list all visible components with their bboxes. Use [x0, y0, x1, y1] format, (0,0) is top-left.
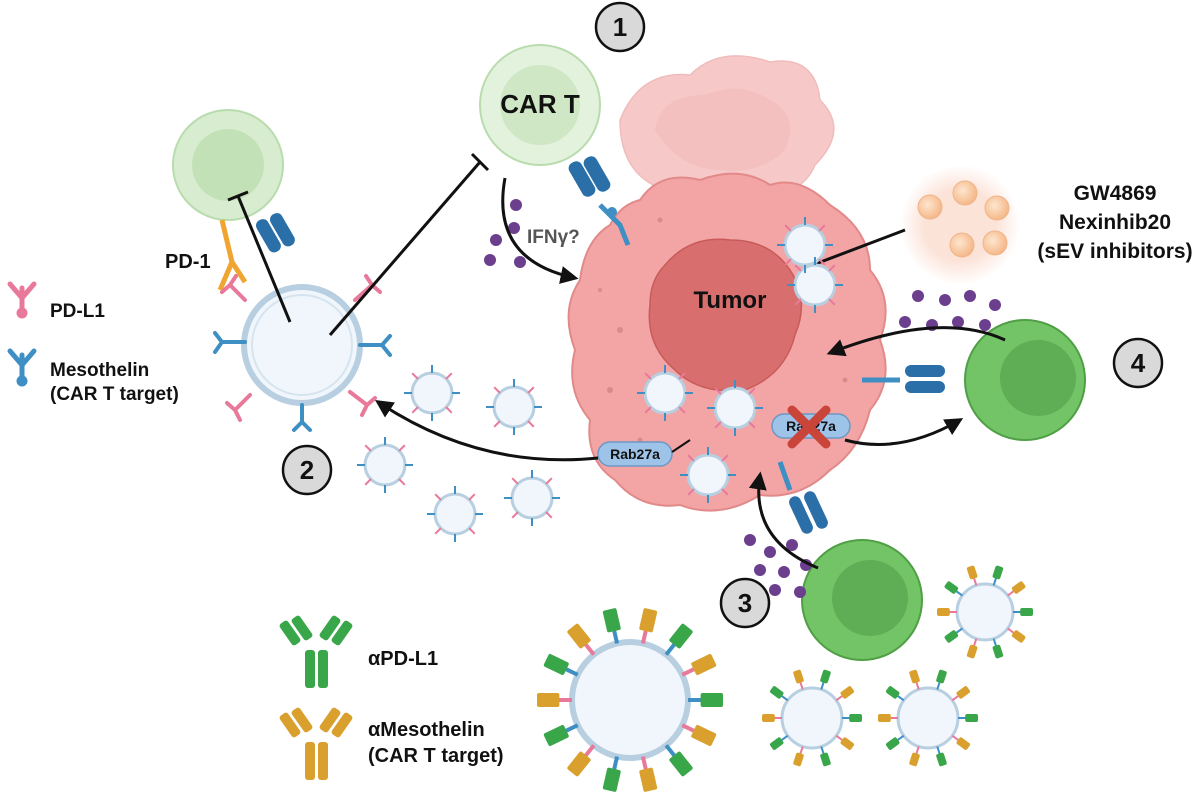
inhibitor-label-2: Nexinhib20: [1059, 211, 1171, 234]
vesicle-receptor-spike: [644, 372, 652, 380]
car-t-cell-bottom: [744, 461, 923, 661]
vesicle-receptor-spike: [714, 387, 722, 395]
legend-anti-pd-l1-label: αPD-L1: [368, 648, 438, 670]
vesicle-receptor-spike: [678, 406, 686, 414]
vesicle-receptor-spike: [828, 298, 836, 306]
vesicle-receptor-spike: [445, 406, 453, 414]
legend-top: PD-L1 Mesothelin (CAR T target): [7, 281, 179, 405]
vesicle-receptor-spike: [545, 477, 553, 485]
vesicle-receptor-spike: [398, 478, 406, 486]
tumor-label: Tumor: [694, 287, 767, 314]
vesicle-receptor-spike: [434, 493, 442, 501]
vesicle-receptor-spike: [687, 488, 695, 496]
vesicle-export-arrow: [375, 400, 599, 462]
knockout-arrow: [844, 418, 964, 446]
legend-bottom: αPD-L1 αMesothelin (CAR T target): [279, 615, 504, 780]
car-receptor-icon: [568, 156, 631, 246]
vesicle-receptor-spike: [493, 386, 501, 394]
car-receptor-icon-right: [862, 365, 945, 393]
car-t-cell-pd1: PD-1: [165, 109, 295, 291]
intracellular-vesicles: [637, 217, 843, 503]
legend-anti-mesothelin-sublabel: (CAR T target): [368, 745, 504, 767]
large-vesicle-left: [213, 152, 490, 432]
ifng-secretion: IFNγ?: [484, 177, 580, 284]
vesicle-receptor-spike: [364, 444, 372, 452]
coated-vesicle-3: [937, 565, 1033, 659]
vesicle-receptor-spike: [721, 454, 729, 462]
step-badge-3: 3: [719, 577, 771, 629]
step-badge-2: 2: [281, 444, 333, 496]
pd-l1-receptor-icon: [7, 281, 37, 319]
svg-text:1: 1: [613, 12, 627, 42]
car-t-label: CAR T: [500, 89, 580, 119]
car-receptor-icon-bottom: [777, 461, 828, 534]
ifng-label: IFNγ?: [527, 227, 580, 248]
vesicle-receptor-spike: [794, 264, 802, 272]
vesicle-receptor-spike: [714, 421, 722, 429]
legend-anti-mesothelin-label: αMesothelin: [368, 719, 485, 741]
svg-text:Rab27a: Rab27a: [610, 446, 660, 462]
anti-pd-l1-antibody-icon: [279, 615, 353, 688]
sev-inhibitors: GW4869 Nexinhib20 (sEV inhibitors): [812, 165, 1193, 285]
antibody-coated-vesicles: [537, 565, 1033, 792]
vesicle-receptor-spike: [511, 511, 519, 519]
knockout-cross-icon: [787, 405, 831, 449]
vesicle-receptor-spike: [411, 372, 419, 380]
vesicle-receptor-spike: [527, 420, 535, 428]
vesicle-receptor-spike: [678, 372, 686, 380]
rab27a-left: Rab27a: [597, 439, 691, 467]
pd1-receptor-icon: [217, 219, 248, 291]
vesicle-receptor-spike: [398, 444, 406, 452]
coated-vesicle-1: [762, 669, 862, 767]
car-t-cell-right: [826, 290, 1086, 441]
vesicle-receptor-spike: [434, 527, 442, 535]
coated-vesicle-2: [878, 669, 978, 767]
vesicle-receptor-spike: [784, 258, 792, 266]
vesicle-receptor-spike: [468, 493, 476, 501]
vesicle-receptor-spike: [828, 264, 836, 272]
vesicle-receptor-spike: [687, 454, 695, 462]
inhibitor-label-1: GW4869: [1074, 182, 1157, 205]
anti-mesothelin-antibody-icon: [279, 707, 353, 780]
legend-mesothelin-sublabel: (CAR T target): [50, 384, 179, 405]
mesothelin-receptor-icon: [7, 348, 37, 387]
vesicle-receptor-spike: [644, 406, 652, 414]
vesicle-receptor-spike: [818, 224, 826, 232]
vesicle-receptor-spike: [784, 224, 792, 232]
svg-text:3: 3: [738, 588, 752, 618]
dying-tumor-cells: [619, 55, 835, 203]
legend-mesothelin-label: Mesothelin: [50, 360, 149, 381]
legend-pd-l1-label: PD-L1: [50, 301, 105, 322]
vesicle-receptor-spike: [411, 406, 419, 414]
step-badge-4: 4: [1112, 337, 1164, 389]
vesicle-receptor-spike: [748, 421, 756, 429]
car-t-cell-top: CAR T: [479, 44, 631, 246]
car-receptor-icon-left: [256, 213, 295, 253]
svg-text:2: 2: [300, 455, 314, 485]
vesicle-receptor-spike: [527, 386, 535, 394]
vesicle-receptor-spike: [545, 511, 553, 519]
svg-text:4: 4: [1131, 348, 1146, 378]
vesicle-receptor-spike: [818, 258, 826, 266]
vesicle-receptor-spike: [721, 488, 729, 496]
vesicle-receptor-spike: [794, 298, 802, 306]
vesicle-receptor-spike: [364, 478, 372, 486]
vesicle-receptor-spike: [445, 372, 453, 380]
pd1-label: PD-1: [165, 251, 211, 273]
vesicle-receptor-spike: [468, 527, 476, 535]
vesicle-receptor-spike: [748, 387, 756, 395]
vesicle-receptor-spike: [493, 420, 501, 428]
rab27a-knockout: Rab27a: [771, 405, 851, 449]
released-vesicles: [357, 365, 560, 542]
tumor-nucleus: [648, 238, 803, 392]
coated-vesicle-large: [537, 608, 723, 792]
inhibitor-label-3: (sEV inhibitors): [1037, 240, 1192, 263]
step-badge-1: 1: [594, 1, 646, 53]
vesicle-receptor-spike: [511, 477, 519, 485]
